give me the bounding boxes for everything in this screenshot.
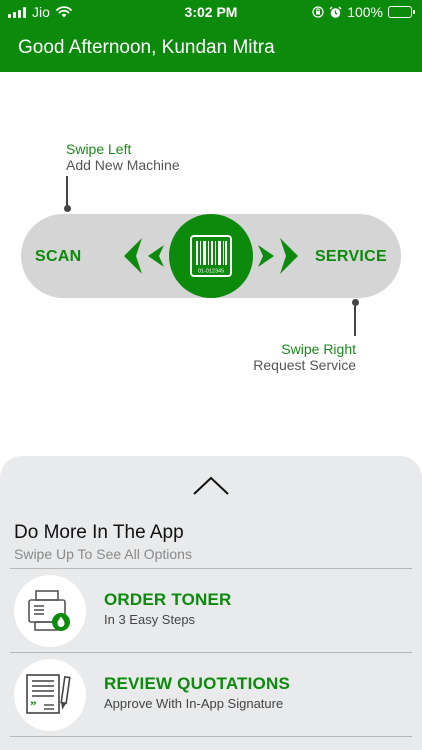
header-bar: Jio 3:02 PM 100% [0, 0, 422, 72]
printer-toner-icon [14, 575, 86, 647]
wifi-icon [56, 6, 72, 18]
swipe-left-title: Swipe Left [66, 141, 132, 157]
scan-knob[interactable]: 01-012345 [169, 214, 253, 298]
swipe-right-description: Request Service [253, 357, 356, 373]
divider [10, 652, 412, 653]
chevron-right-icon [258, 238, 298, 274]
order-toner-subtitle: In 3 Easy Steps [104, 612, 196, 627]
order-toner-title: ORDER TONER [104, 590, 232, 609]
chevron-up-icon[interactable] [192, 474, 230, 496]
divider [10, 736, 412, 737]
review-quotations-title: REVIEW QUOTATIONS [104, 674, 290, 693]
barcode-icon: 01-012345 [190, 235, 232, 277]
chevron-left-icon [124, 238, 164, 274]
swipe-right-title: Swipe Right [281, 341, 356, 357]
battery-percent: 100% [347, 4, 383, 20]
barcode-number: 01-012345 [198, 269, 224, 275]
right-hint-dot [351, 299, 359, 306]
quotation-document-icon: ” [14, 659, 86, 731]
order-toner-item[interactable]: ORDER TONER In 3 Easy Steps [0, 570, 422, 650]
review-quotations-item[interactable]: ” REVIEW QUOTATIONS Approve With In-App … [0, 654, 422, 734]
carrier-label: Jio [32, 4, 50, 20]
swipe-left-hint: Swipe Left Add New Machine [66, 141, 180, 173]
divider [10, 568, 412, 569]
swipe-right-hint: Swipe Right Request Service [253, 341, 356, 373]
scan-action-label: SCAN [35, 248, 82, 265]
swipe-left-description: Add New Machine [66, 157, 180, 173]
left-hint-line [66, 176, 68, 206]
more-options-sheet[interactable]: Do More In The App Swipe Up To See All O… [0, 456, 422, 750]
orientation-lock-icon [312, 6, 324, 18]
sheet-subtitle: Swipe Up To See All Options [14, 546, 192, 562]
svg-text:”: ” [30, 698, 37, 713]
status-bar: Jio 3:02 PM 100% [0, 0, 422, 24]
review-quotations-subtitle: Approve With In-App Signature [104, 696, 284, 711]
signal-bars-icon [8, 6, 26, 18]
status-time: 3:02 PM [184, 4, 238, 20]
right-hint-line [354, 306, 356, 336]
service-action-label: SERVICE [314, 248, 387, 265]
battery-icon [388, 6, 415, 18]
sheet-title: Do More In The App [14, 522, 184, 543]
left-hint-dot [63, 205, 71, 212]
alarm-icon [329, 6, 342, 18]
greeting-title: Good Afternoon, Kundan Mitra [18, 37, 275, 58]
